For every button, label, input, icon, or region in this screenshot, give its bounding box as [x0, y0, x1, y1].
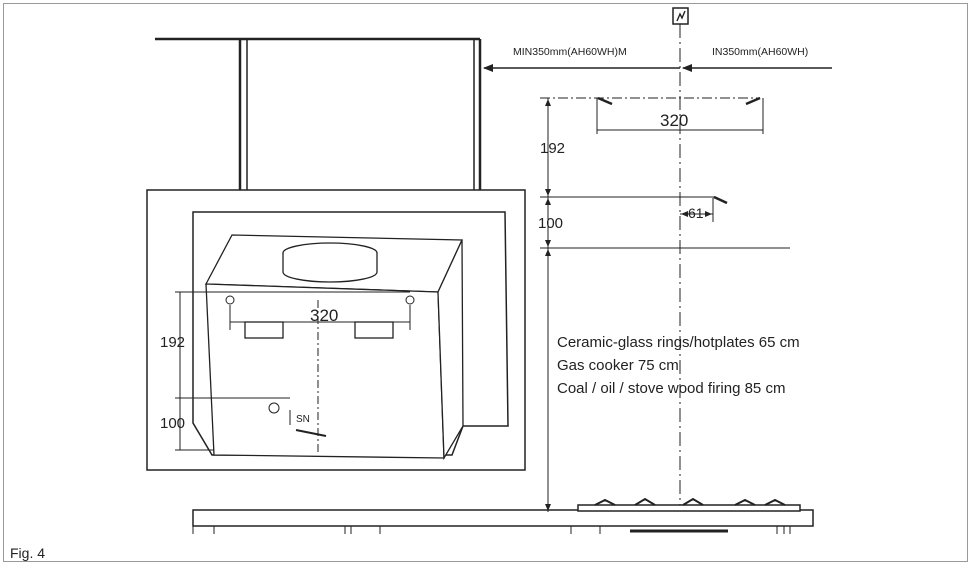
- figure-frame: [3, 3, 968, 562]
- wall-height-upper-label: 192: [540, 140, 565, 157]
- hood-inset: [146, 189, 526, 471]
- inset-height-lower-label: 100: [160, 415, 185, 432]
- socket-icon: [672, 7, 689, 25]
- wall-screws: [597, 96, 761, 205]
- note-gas: Gas cooker 75 cm: [557, 357, 679, 374]
- wall-offset-label: 61: [688, 205, 704, 221]
- inset-height-upper-label: 192: [160, 334, 185, 351]
- worktop-hob: [192, 497, 814, 534]
- inset-sn-label: SN: [296, 414, 310, 425]
- min-distance-right-label: IN350mm(AH60WH): [712, 46, 808, 58]
- wall-cabinet: [155, 37, 482, 190]
- min-distance-left-label: MIN350mm(AH60WH)M: [513, 46, 627, 58]
- note-coal: Coal / oil / stove wood firing 85 cm: [557, 380, 785, 397]
- wall-width-label: 320: [660, 111, 688, 130]
- inset-width-label: 320: [310, 306, 338, 325]
- note-ceramic: Ceramic-glass rings/hotplates 65 cm: [557, 334, 800, 351]
- wall-dimension-arrows: [545, 99, 712, 511]
- wall-dimensions: [540, 97, 790, 512]
- figure-caption: Fig. 4: [10, 545, 45, 561]
- wall-height-lower-label: 100: [538, 215, 563, 232]
